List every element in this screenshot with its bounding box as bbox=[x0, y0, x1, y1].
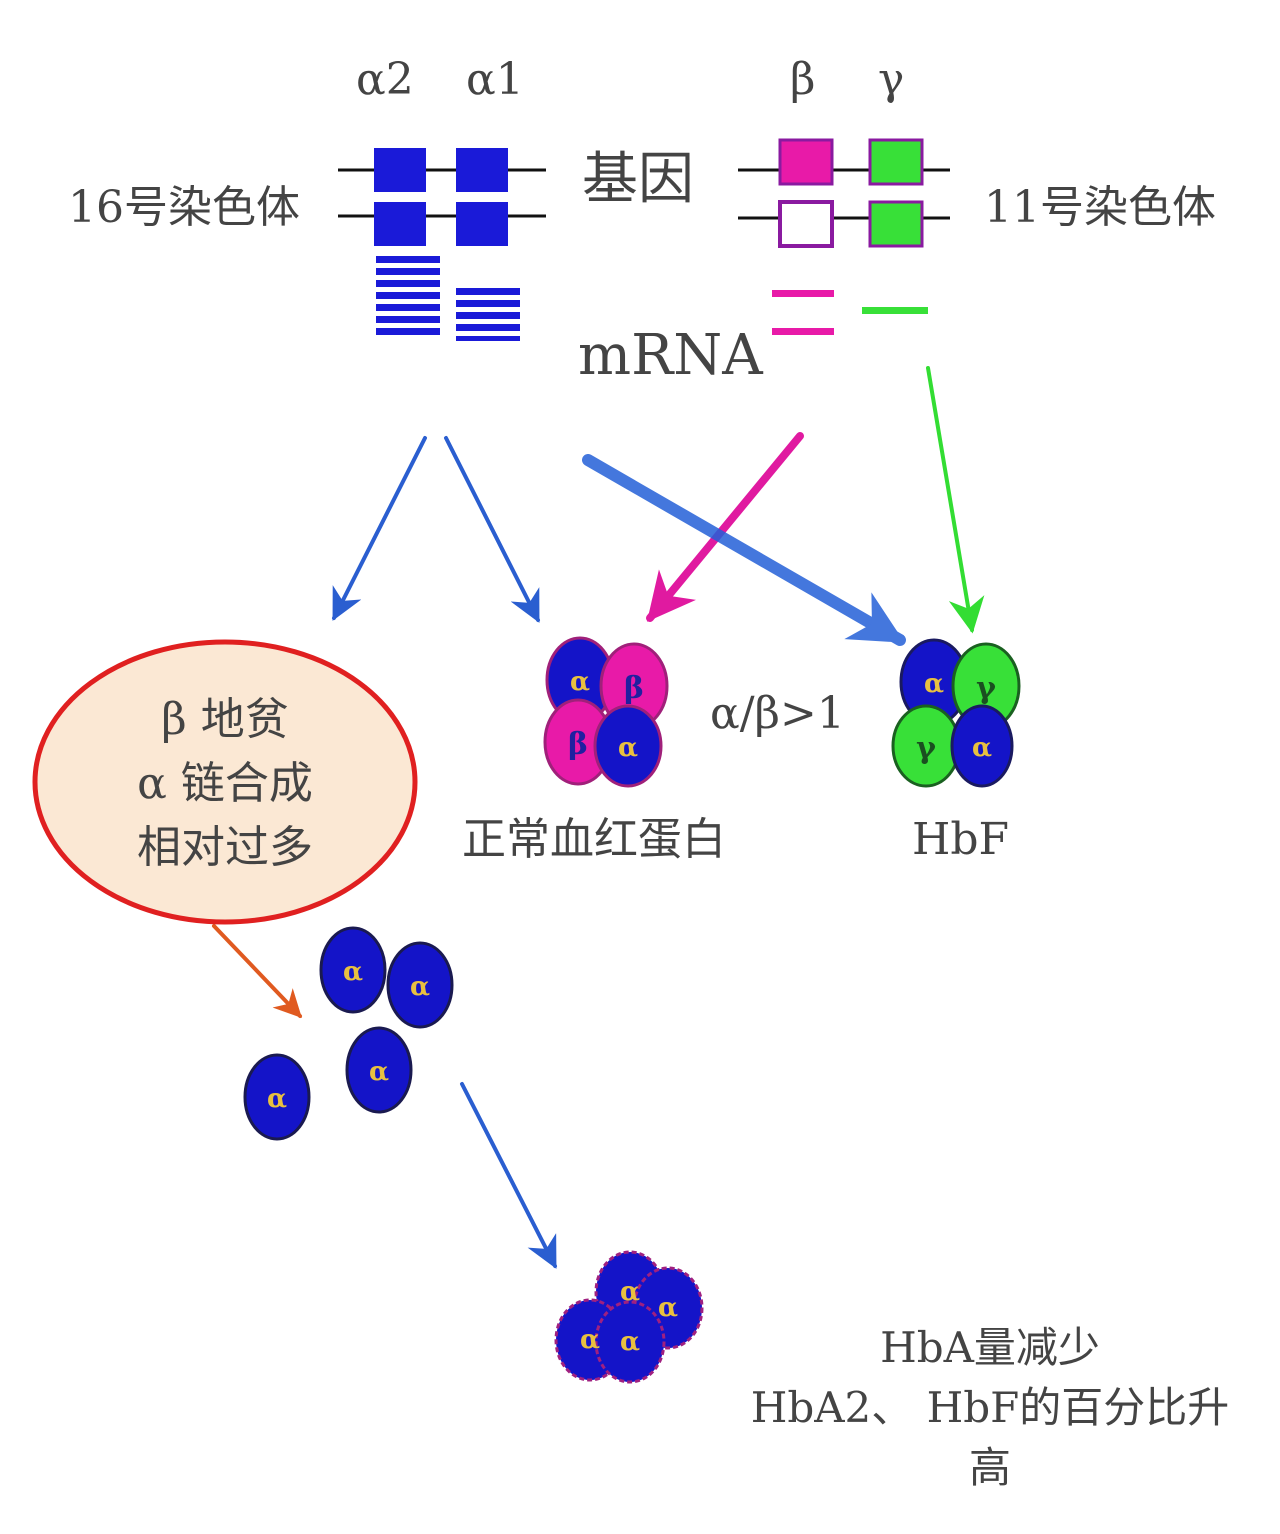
note-hba2-hbf-increase: HbA2、 HbF的百分比升高 bbox=[750, 1383, 1230, 1492]
subunit-label-alpha: α bbox=[580, 1325, 600, 1355]
subunit-label-alpha: α bbox=[620, 1277, 640, 1307]
arrow-beta-to-normal-hb bbox=[646, 432, 804, 622]
subunit-label-alpha: α bbox=[972, 733, 992, 763]
alpha2-mrna-bars bbox=[376, 256, 440, 335]
bubble-line-beta-thalassemia: β 地贫 bbox=[161, 694, 289, 745]
subunit-label-alpha: α bbox=[570, 667, 590, 697]
normal-hemoglobin-tetramer bbox=[543, 636, 669, 788]
arrow-to-hba4 bbox=[460, 1082, 557, 1269]
free-alpha-chain bbox=[319, 926, 387, 1014]
chromosome-11-label: 11号染色体 bbox=[984, 182, 1216, 233]
mrna-label: mRNA bbox=[578, 323, 763, 388]
aggregated-alpha-chain bbox=[594, 1300, 666, 1384]
arrow-alpha-to-hbf bbox=[582, 454, 906, 646]
beta-gene-label: β bbox=[790, 54, 816, 105]
normal-hemoglobin-label: 正常血红蛋白 bbox=[462, 814, 726, 865]
alpha1-gene-box-lower bbox=[456, 202, 508, 246]
beta-mrna-bars bbox=[772, 290, 834, 335]
free-alpha-chain bbox=[243, 1053, 311, 1141]
chromosome-16-genes bbox=[338, 148, 546, 246]
arrow-to-normal-hb-alpha bbox=[444, 436, 540, 623]
note-hba-decrease: HbA量减少 bbox=[880, 1323, 1100, 1372]
subunit-label-alpha: α bbox=[369, 1057, 389, 1087]
subunit-label-alpha: α bbox=[658, 1293, 678, 1323]
subunit-label-gamma: γ bbox=[976, 671, 996, 706]
arrow-to-free-alpha bbox=[332, 436, 427, 621]
subunit-label-alpha: α bbox=[410, 972, 430, 1002]
subunit-alpha bbox=[593, 704, 663, 788]
alpha2-gene-box-upper bbox=[374, 148, 426, 192]
hbf-tetramer bbox=[891, 638, 1021, 788]
alpha2-gene-box-lower bbox=[374, 202, 426, 246]
subunit-label-alpha: α bbox=[618, 733, 638, 763]
result-note: HbA量减少 HbA2、 HbF的百分比升高 bbox=[740, 1318, 1240, 1498]
gamma-gene-box-upper bbox=[868, 138, 924, 186]
subunit-label-gamma: γ bbox=[916, 731, 936, 766]
gamma-mrna-bar bbox=[862, 307, 928, 314]
bubble-text: β 地贫 α 链合成 相对过多 bbox=[60, 688, 390, 880]
gamma-gene-label: γ bbox=[878, 54, 905, 105]
free-alpha-chains bbox=[243, 926, 454, 1141]
subunit-alpha bbox=[950, 704, 1014, 788]
alpha-beta-ratio-label: α/β>1 bbox=[710, 688, 845, 739]
bubble-line-alpha-synthesis: α 链合成 bbox=[137, 758, 313, 809]
arrow-gamma-to-hbf bbox=[926, 366, 985, 634]
alpha1-mrna-bars bbox=[456, 288, 520, 341]
subunit-label-beta: β bbox=[568, 727, 588, 762]
free-alpha-chain bbox=[345, 1026, 413, 1114]
alpha4-aggregate bbox=[554, 1250, 704, 1384]
subunit-label-alpha: α bbox=[267, 1084, 287, 1114]
beta-gene-box-upper bbox=[778, 138, 834, 186]
alpha1-gene-label: α1 bbox=[466, 54, 524, 105]
subunit-label-alpha: α bbox=[620, 1327, 640, 1357]
arrows bbox=[212, 366, 985, 1269]
gamma-gene-box-lower bbox=[868, 200, 924, 248]
explanation-bubble bbox=[32, 639, 418, 925]
subunit-label-beta: β bbox=[624, 671, 644, 706]
chromosome-16-label: 16号染色体 bbox=[68, 182, 300, 233]
alpha2-gene-label: α2 bbox=[356, 54, 414, 105]
hbf-label: HbF bbox=[912, 814, 1010, 865]
bubble-line-relative-excess: 相对过多 bbox=[137, 822, 313, 873]
gene-label: 基因 bbox=[582, 147, 694, 212]
arrow-bubble-to-alpha bbox=[212, 924, 302, 1019]
beta-gene-box-deleted bbox=[778, 200, 834, 248]
subunit-label-alpha: α bbox=[924, 669, 944, 699]
alpha1-gene-box-upper bbox=[456, 148, 508, 192]
subunit-label-alpha: α bbox=[343, 957, 363, 987]
chromosome-11-genes bbox=[738, 138, 950, 248]
free-alpha-chain bbox=[386, 941, 454, 1029]
